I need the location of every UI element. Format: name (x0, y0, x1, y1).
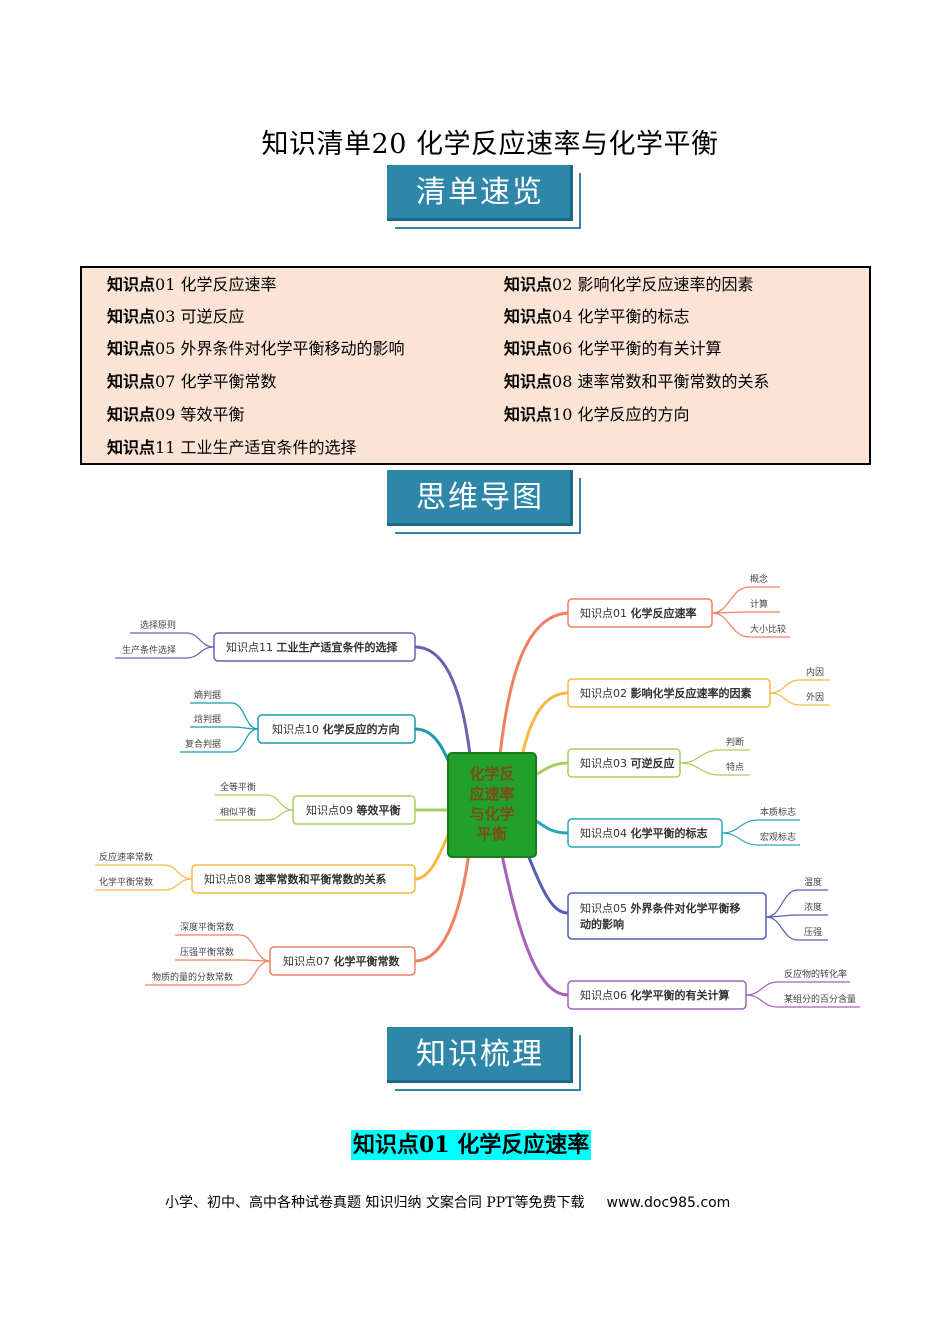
node-box-10 (257, 714, 416, 744)
node-box-08 (191, 864, 416, 894)
toc-item[interactable]: 知识点08 速率常数和平衡常数的关系 (504, 372, 770, 391)
node-label-07: 知识点07 化学平衡常数 (283, 954, 400, 968)
leaf-text: 判断 (726, 736, 744, 748)
center-node (447, 752, 537, 858)
banner-knowledge: 知识梳理 (387, 1027, 573, 1083)
leaf-text: 温度 (804, 876, 822, 888)
leaf-text: 内因 (806, 666, 824, 678)
leaf-text: 宏观标志 (760, 831, 796, 843)
leaf-text: 焓判据 (194, 713, 221, 725)
leaf-text: 选择原则 (140, 619, 176, 631)
node-label-10: 知识点10 化学反应的方向 (272, 722, 400, 736)
leaf-text: 物质的量的分数常数 (152, 971, 233, 983)
toc-item[interactable]: 知识点04 化学平衡的标志 (504, 307, 690, 326)
leaf-text: 深度平衡常数 (180, 921, 234, 933)
node-label-08: 知识点08 速率常数和平衡常数的关系 (204, 872, 387, 886)
node-label-01: 知识点01 化学反应速率 (580, 606, 697, 620)
branch-line (498, 611, 569, 756)
footer-text: 小学、初中、高中各种试卷真题 知识归纳 文案合同 PPT等免费下载 (165, 1195, 585, 1211)
leaf-text: 反应物的转化率 (784, 968, 847, 980)
leaf-text: 压强平衡常数 (180, 946, 234, 958)
toc-item[interactable]: 知识点01 化学反应速率 (107, 275, 277, 294)
center-text: 化学反 (469, 765, 514, 783)
toc-item[interactable]: 知识点06 化学平衡的有关计算 (504, 339, 722, 358)
leaf-text: 反应速率常数 (99, 851, 153, 863)
branch-line (414, 727, 452, 766)
leaf-text: 大小比较 (750, 623, 786, 635)
node-label-04: 知识点04 化学平衡的标志 (580, 826, 708, 840)
leaf-text: 压强 (804, 927, 822, 938)
toc-item[interactable]: 知识点09 等效平衡 (107, 405, 245, 424)
leaf-text: 全等平衡 (220, 781, 256, 793)
node-label-05: 知识点05 外界条件对化学平衡移 (580, 901, 741, 915)
node-label-09: 知识点09 等效平衡 (306, 803, 401, 817)
node-box-07 (269, 946, 416, 976)
node-label-03: 知识点03 可逆反应 (580, 756, 675, 770)
node-box-06 (567, 980, 747, 1010)
banner-overview: 清单速览 (387, 165, 573, 221)
node-label-02: 知识点02 影响化学反应速率的因素 (580, 686, 752, 700)
branch-line (414, 645, 472, 756)
toc-item[interactable]: 知识点05 外界条件对化学平衡移动的影响 (107, 339, 405, 358)
leaf-text: 复合判据 (185, 738, 221, 750)
leaf-text: 特点 (726, 761, 744, 773)
toc-item[interactable]: 知识点11 工业生产适宜条件的选择 (107, 438, 357, 457)
toc-box: 知识点01 化学反应速率 知识点02 影响化学反应速率的因素 知识点03 可逆反… (80, 266, 871, 465)
toc-item[interactable]: 知识点10 化学反应的方向 (504, 405, 690, 424)
branch-line (518, 691, 569, 766)
node-box-11 (213, 632, 416, 662)
node-label-06: 知识点06 化学平衡的有关计算 (580, 988, 730, 1002)
center-text: 应速率 (469, 785, 514, 803)
leaf-text: 相似平衡 (220, 806, 256, 818)
footer: 小学、初中、高中各种试卷真题 知识归纳 文案合同 PPT等免费下载 www.doc… (165, 1192, 730, 1212)
branch-line (534, 818, 569, 835)
footer-url[interactable]: www.doc985.com (606, 1195, 731, 1211)
leaf-text: 化学平衡常数 (99, 876, 153, 888)
node-box-03 (567, 748, 681, 778)
leaf-text: 本质标志 (760, 806, 796, 818)
leaf-text: 外因 (806, 691, 824, 703)
page-title: 知识清单20 化学反应速率与化学平衡 (261, 129, 719, 160)
mindmap: 化学反 应速率 与化学 平衡 知识点01 化学反应速率 知识点02 影响化学反应… (95, 573, 860, 1010)
leaf-text: 熵判据 (194, 689, 221, 701)
banner-mindmap: 思维导图 (387, 470, 573, 526)
node-box-01 (567, 598, 713, 628)
node-box-02 (567, 678, 771, 708)
center-text: 平衡 (477, 825, 507, 843)
node-box-05 (567, 892, 767, 940)
section-heading: 知识点01 化学反应速率 (351, 1130, 592, 1160)
leaf-text: 浓度 (804, 901, 822, 913)
toc-item[interactable]: 知识点03 可逆反应 (107, 307, 245, 326)
node-label-11: 知识点11 工业生产适宜条件的选择 (226, 640, 398, 654)
node-box-09 (292, 795, 416, 825)
leaf-text: 某组分的百分含量 (784, 993, 856, 1005)
center-text: 与化学 (469, 805, 514, 823)
branch-line (414, 829, 452, 881)
node-box-04 (567, 818, 723, 848)
branch-line (534, 761, 569, 777)
branch-line (498, 844, 569, 997)
node-label-05b: 动的影响 (580, 917, 624, 931)
toc-item[interactable]: 知识点02 影响化学反应速率的因素 (504, 275, 754, 294)
leaf-text: 计算 (750, 598, 768, 610)
branch-line (414, 844, 472, 963)
leaf-text: 生产条件选择 (122, 644, 176, 656)
toc-item[interactable]: 知识点07 化学平衡常数 (107, 372, 277, 391)
leaf-text: 概念 (750, 573, 768, 585)
